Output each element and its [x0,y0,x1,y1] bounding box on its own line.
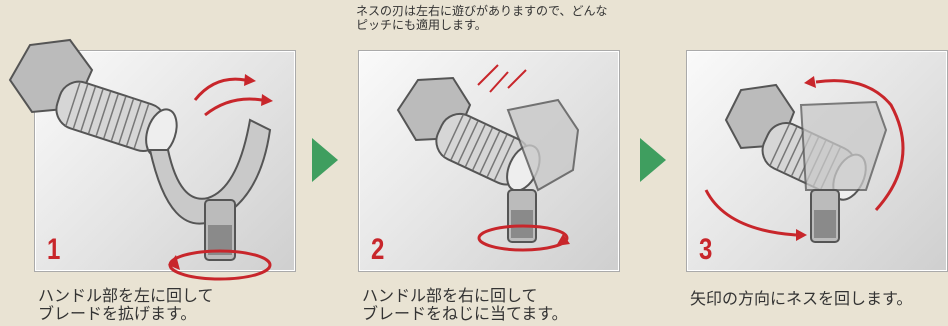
step-2-panel: 2 [358,50,620,272]
step-2-number: 2 [371,233,385,266]
step-1-number: 1 [47,233,61,266]
step-1-caption: ハンドル部を左に回して ブレードを拡げます。 [38,286,214,323]
step-3-caption: 矢印の方向にネスを回します。 [690,289,913,308]
pitch-note: ネスの刃は左右に遊びがありますので、どんなピッチにも適用します。 [356,4,608,32]
step-2-illustration [396,64,580,252]
step-3-illustration [704,76,905,243]
next-arrow-icon [312,138,338,182]
step-3-number: 3 [699,233,713,266]
step-1-illustration [8,38,273,281]
next-arrow-icon [640,138,666,182]
step-2-caption: ハンドル部を右に回して ブレードをねじに当てます。 [362,286,568,323]
